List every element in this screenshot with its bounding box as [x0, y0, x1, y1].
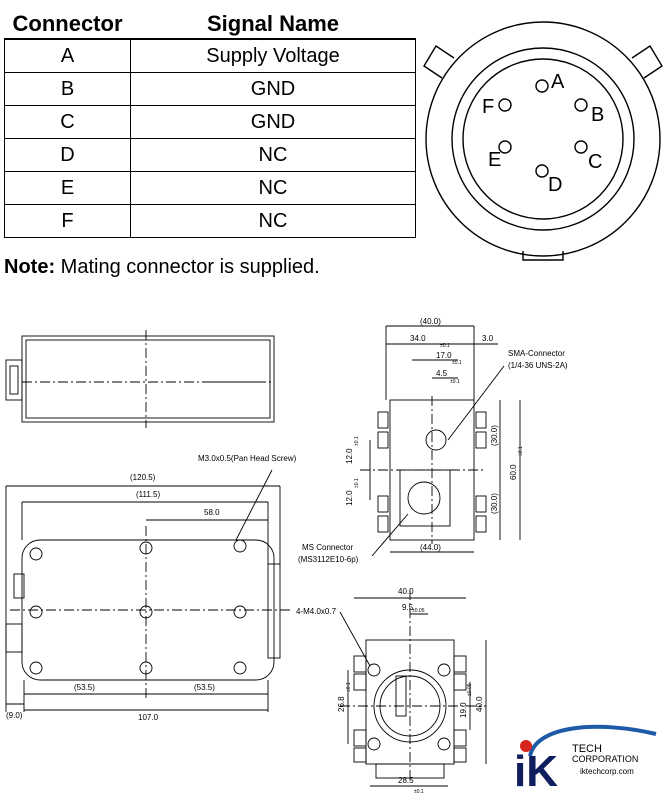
- connector-left-tab: [423, 45, 455, 79]
- dim-side-3: 3.0: [482, 334, 494, 343]
- dim-bottom-285: 28.5: [398, 776, 414, 785]
- tol-side-12a: ±0.1: [354, 436, 360, 446]
- ms-sub: (MS3112E10-6p): [298, 555, 359, 564]
- dim-front-inner: (111.5): [136, 490, 160, 499]
- pin-label-f: F: [482, 96, 494, 118]
- dim-front-107: 107.0: [138, 713, 159, 722]
- pin-e-hole: [498, 140, 512, 154]
- ms-label: MS Connector: [302, 543, 353, 552]
- connector-cell: B: [4, 72, 131, 106]
- tol-side-17: ±0.1: [452, 360, 462, 366]
- sma-sub: (1/4-36 UNS-2A): [508, 361, 568, 370]
- tol-bottom-285: ±0.1: [414, 789, 424, 795]
- ik-tech-logo: iK TECH CORPORATION iktechcorp.com: [514, 724, 657, 796]
- connector-cell: C: [4, 105, 131, 139]
- signal-cell: NC: [130, 138, 416, 172]
- thread-label: 4-M4.0x0.7: [296, 607, 337, 616]
- note-label: Note:: [4, 256, 56, 278]
- connector-outer-ring: [425, 21, 661, 257]
- tol-bottom-19: ±0.05: [467, 683, 473, 696]
- dim-side-30a: (30.0): [490, 425, 499, 446]
- pin-label-c: C: [588, 151, 602, 173]
- front-view-screws: [29, 539, 247, 675]
- dim-side-44: (44.0): [420, 543, 441, 552]
- pin-f-hole: [498, 98, 512, 112]
- bottom-view: [339, 590, 487, 787]
- connector-middle-ring: [451, 47, 635, 231]
- mechanical-drawing: (120.5) (111.5) 58.0 M3.0x0.5(Pan Head S…: [5, 317, 568, 795]
- logo-swoosh-icon: [528, 724, 657, 757]
- dim-bottom-40: 40.0: [398, 587, 414, 596]
- tol-bottom-95: ±0.05: [412, 608, 425, 614]
- tol-side-60: ±0.1: [518, 446, 524, 456]
- dim-side-12a: 12.0: [345, 448, 354, 464]
- screw-label: M3.0x0.5(Pan Head Screw): [198, 454, 297, 463]
- front-view: [5, 469, 290, 712]
- dim-side-40: (40.0): [420, 317, 441, 326]
- dim-side-45: 4.5: [436, 369, 448, 378]
- pin-label-e: E: [488, 149, 501, 171]
- logo-mark: iK: [514, 747, 558, 796]
- logo-line1: TECH: [572, 743, 602, 755]
- connector-cell: A: [4, 38, 131, 73]
- dim-front-53a: (53.5): [74, 683, 95, 692]
- connector-cell: F: [4, 204, 131, 238]
- dim-bottom-19: 19.0: [459, 702, 468, 718]
- dim-front-58: 58.0: [204, 508, 220, 517]
- logo-red-dot: [520, 740, 532, 752]
- top-view: [5, 330, 275, 428]
- note: Note: Mating connector is supplied.: [4, 256, 320, 279]
- pin-label-b: B: [591, 104, 604, 126]
- dim-side-17: 17.0: [436, 351, 452, 360]
- dim-bottom-268: 26.8: [337, 696, 346, 712]
- table-header-row: Connector Signal Name: [4, 10, 416, 40]
- side-view: [360, 325, 521, 557]
- signal-cell: NC: [130, 171, 416, 205]
- connector-cell: D: [4, 138, 131, 172]
- tol-side-34: ±0.1: [440, 343, 450, 349]
- pin-d-hole: [535, 164, 549, 178]
- connector-right-tab: [631, 45, 663, 79]
- signal-cell: Supply Voltage: [130, 38, 416, 73]
- pin-b-hole: [574, 98, 588, 112]
- dim-front-9: (9.0): [6, 711, 23, 720]
- logo-url: iktechcorp.com: [580, 767, 634, 776]
- signal-cell: GND: [130, 72, 416, 106]
- dim-front-overall: (120.5): [130, 473, 156, 482]
- pin-label-d: D: [548, 174, 562, 196]
- pin-label-a: A: [551, 71, 565, 93]
- signal-cell: GND: [130, 105, 416, 139]
- connector-inner-ring: [462, 58, 624, 220]
- tol-side-12b: ±0.1: [354, 478, 360, 488]
- signal-cell: NC: [130, 204, 416, 238]
- pin-c-hole: [574, 140, 588, 154]
- dim-bottom-95: 9.5: [402, 603, 414, 612]
- pin-a-hole: [535, 79, 549, 93]
- header-connector: Connector: [4, 10, 131, 40]
- dim-side-34: 34.0: [410, 334, 426, 343]
- dim-front-53b: (53.5): [194, 683, 215, 692]
- tol-bottom-268: ±0.1: [346, 682, 352, 692]
- dim-side-60: 60.0: [509, 464, 518, 480]
- tol-side-45: ±0.1: [450, 379, 460, 385]
- dim-side-12b: 12.0: [345, 490, 354, 506]
- logo-line2: CORPORATION: [572, 754, 638, 764]
- sma-label: SMA-Connector: [508, 349, 565, 358]
- dim-bottom-40v: 40.0: [475, 696, 484, 712]
- connector-face-diagram: A B C D E F: [423, 21, 663, 261]
- connector-cell: E: [4, 171, 131, 205]
- dim-side-30b: (30.0): [490, 493, 499, 514]
- connector-bottom-key: [522, 251, 564, 261]
- note-text: Mating connector is supplied.: [55, 256, 320, 278]
- header-signal-name: Signal Name: [130, 10, 416, 40]
